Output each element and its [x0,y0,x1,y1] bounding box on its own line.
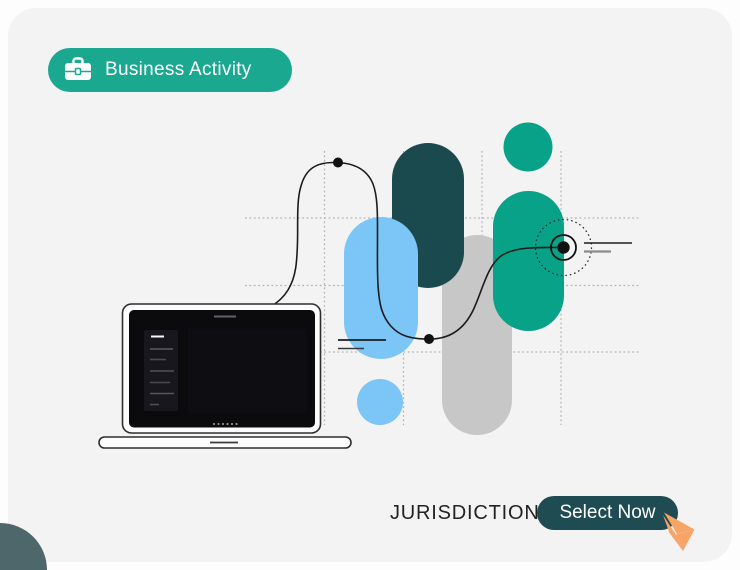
teal-pill-shape [493,191,564,331]
jurisdiction-label: JURISDICTION [390,502,540,524]
laptop-icon [98,303,352,449]
laptop-menu-lines [150,335,174,406]
laptop-content-panel [188,328,307,413]
blue-circle-shape [357,379,403,425]
blue-pill-shape [344,217,418,359]
accent-dash-lines [338,339,386,350]
business-activity-badge: Business Activity [48,48,292,92]
corner-accent [0,523,47,570]
badge-label: Business Activity [105,59,252,80]
laptop-bottom-dots [212,422,238,426]
briefcase-icon [64,57,92,83]
flow-dot-bottom [424,334,434,344]
flow-dot-top [333,157,343,168]
flow-line [246,157,562,344]
teal-circle-shape [503,122,553,172]
select-now-button[interactable]: Select Now [537,496,678,530]
target-icon [534,218,632,277]
